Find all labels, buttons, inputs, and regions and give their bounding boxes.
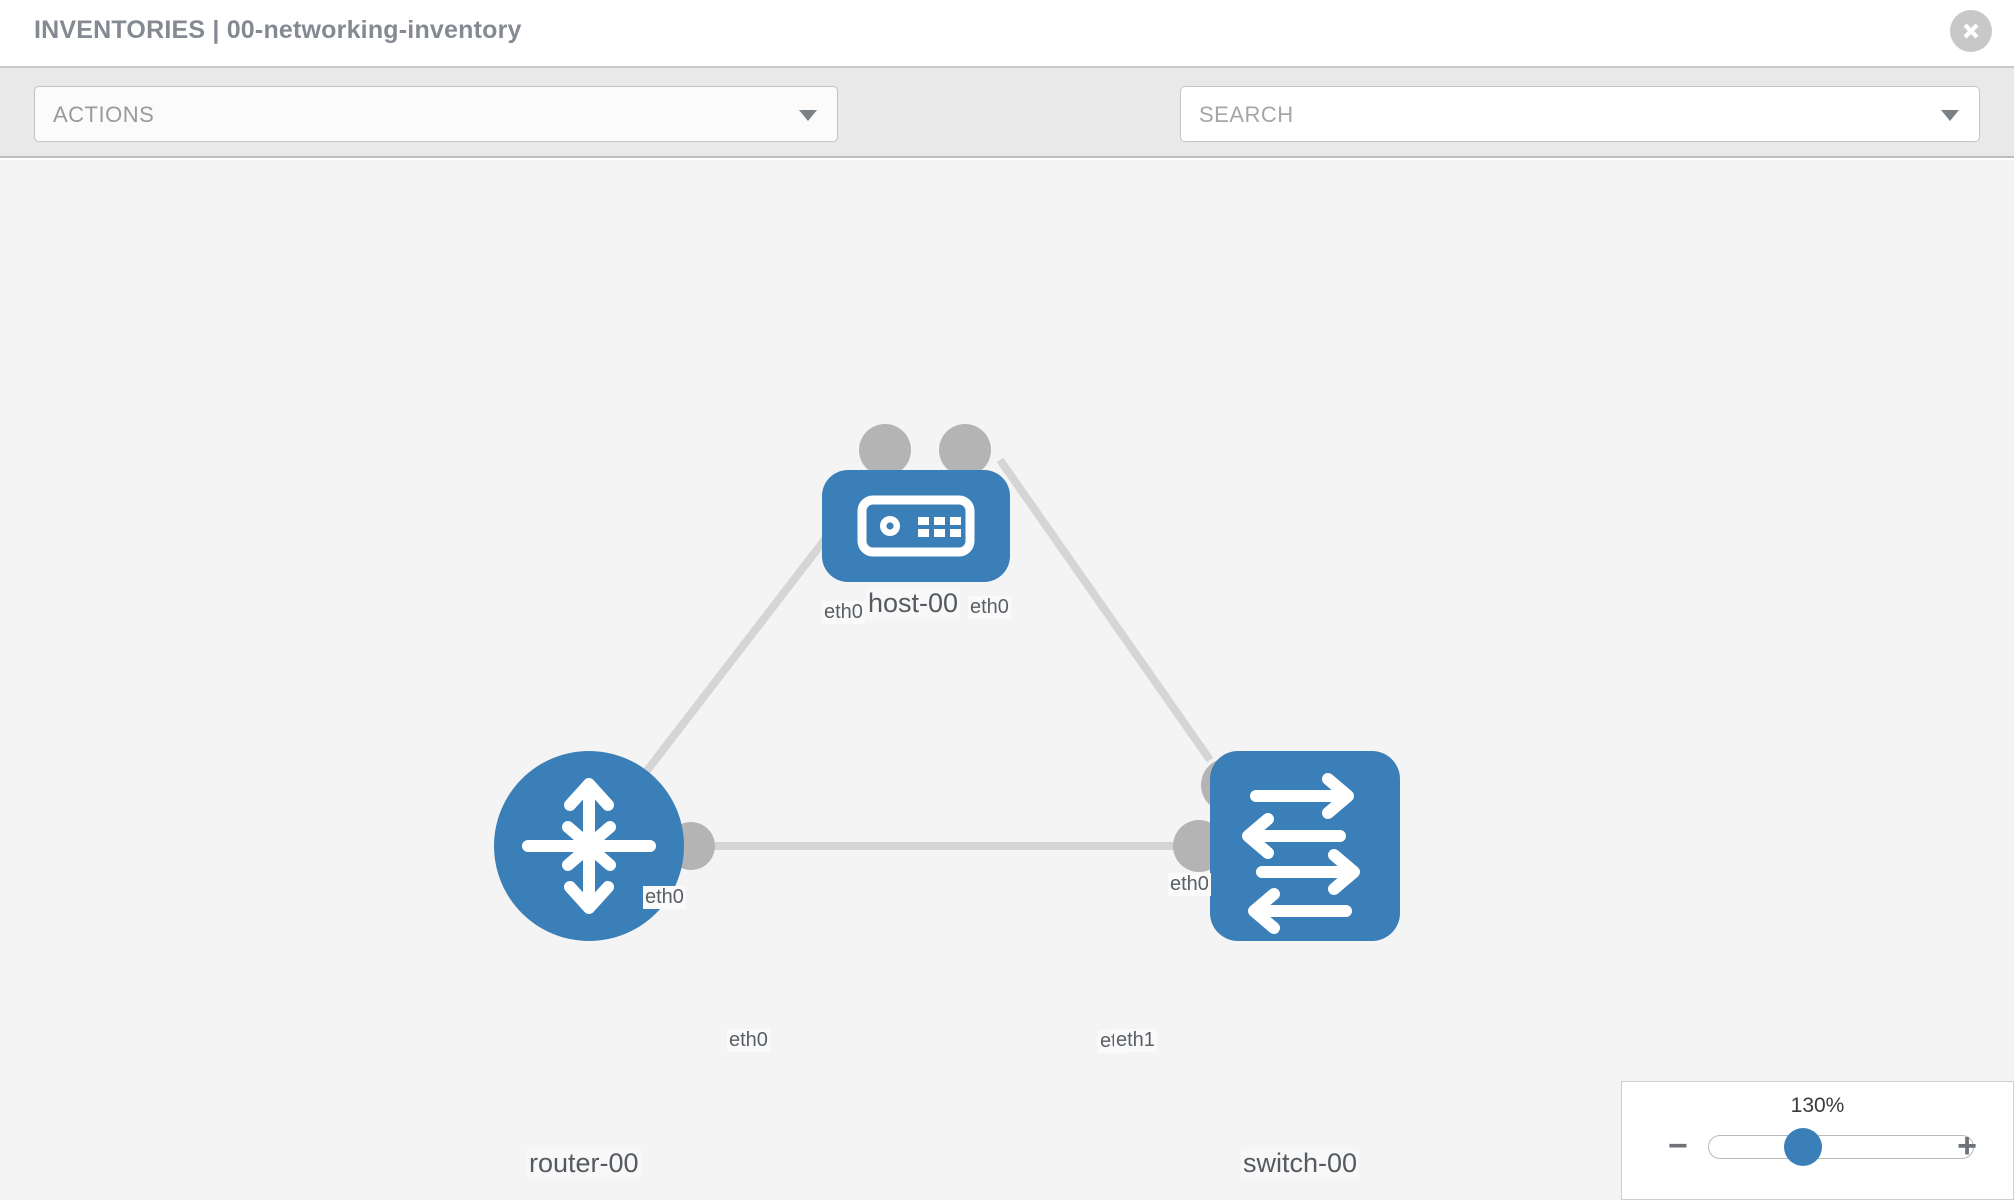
topology-graph bbox=[494, 424, 1400, 941]
connector-stub[interactable] bbox=[939, 424, 991, 476]
zoom-slider[interactable] bbox=[1708, 1135, 1974, 1159]
interface-label: eth1 bbox=[1114, 1029, 1157, 1052]
interface-label: eth0 bbox=[968, 596, 1011, 619]
interface-label: eth0 bbox=[822, 601, 865, 624]
link-host-00-switch-00[interactable] bbox=[996, 457, 1214, 763]
toolbar: ACTIONS SEARCH bbox=[0, 68, 2014, 198]
search-input-placeholder: SEARCH bbox=[1199, 102, 1294, 127]
node-label-host-00: host-00 bbox=[866, 588, 961, 619]
server-icon bbox=[857, 495, 975, 557]
chevron-down-icon bbox=[799, 110, 817, 121]
page-header: INVENTORIES | 00-networking-inventory bbox=[0, 0, 2014, 68]
search-dropdown[interactable]: SEARCH bbox=[1180, 86, 1980, 142]
connector-stub[interactable] bbox=[859, 424, 911, 476]
router-arrows-icon bbox=[522, 778, 656, 914]
page-title: INVENTORIES | 00-networking-inventory bbox=[34, 16, 522, 44]
interface-label: eth0 bbox=[643, 886, 686, 909]
actions-dropdown-label: ACTIONS bbox=[53, 102, 155, 127]
topology-canvas[interactable]: eth0 eth0 eth0 eth0 eth0 eth eth1 host-0… bbox=[0, 160, 2014, 1200]
node-switch-00[interactable] bbox=[1210, 751, 1400, 941]
minus-icon[interactable]: − bbox=[1668, 1127, 1688, 1165]
zoom-control-panel: 130% − + bbox=[1621, 1081, 2014, 1200]
node-router-00[interactable] bbox=[494, 751, 684, 941]
interface-label: eth0 bbox=[727, 1029, 770, 1052]
actions-dropdown[interactable]: ACTIONS bbox=[34, 86, 838, 142]
node-label-switch-00: switch-00 bbox=[1241, 1148, 1360, 1179]
plus-icon[interactable]: + bbox=[1957, 1127, 1977, 1165]
node-label-router-00: router-00 bbox=[527, 1148, 641, 1179]
close-icon[interactable] bbox=[1950, 10, 1992, 52]
node-host-00[interactable] bbox=[822, 470, 1010, 582]
zoom-slider-thumb[interactable] bbox=[1784, 1128, 1822, 1166]
interface-label: eth0 bbox=[1168, 873, 1211, 896]
chevron-down-icon bbox=[1941, 110, 1959, 121]
switch-arrows-icon bbox=[1242, 773, 1360, 934]
zoom-level-value: 130% bbox=[1790, 1094, 1845, 1117]
